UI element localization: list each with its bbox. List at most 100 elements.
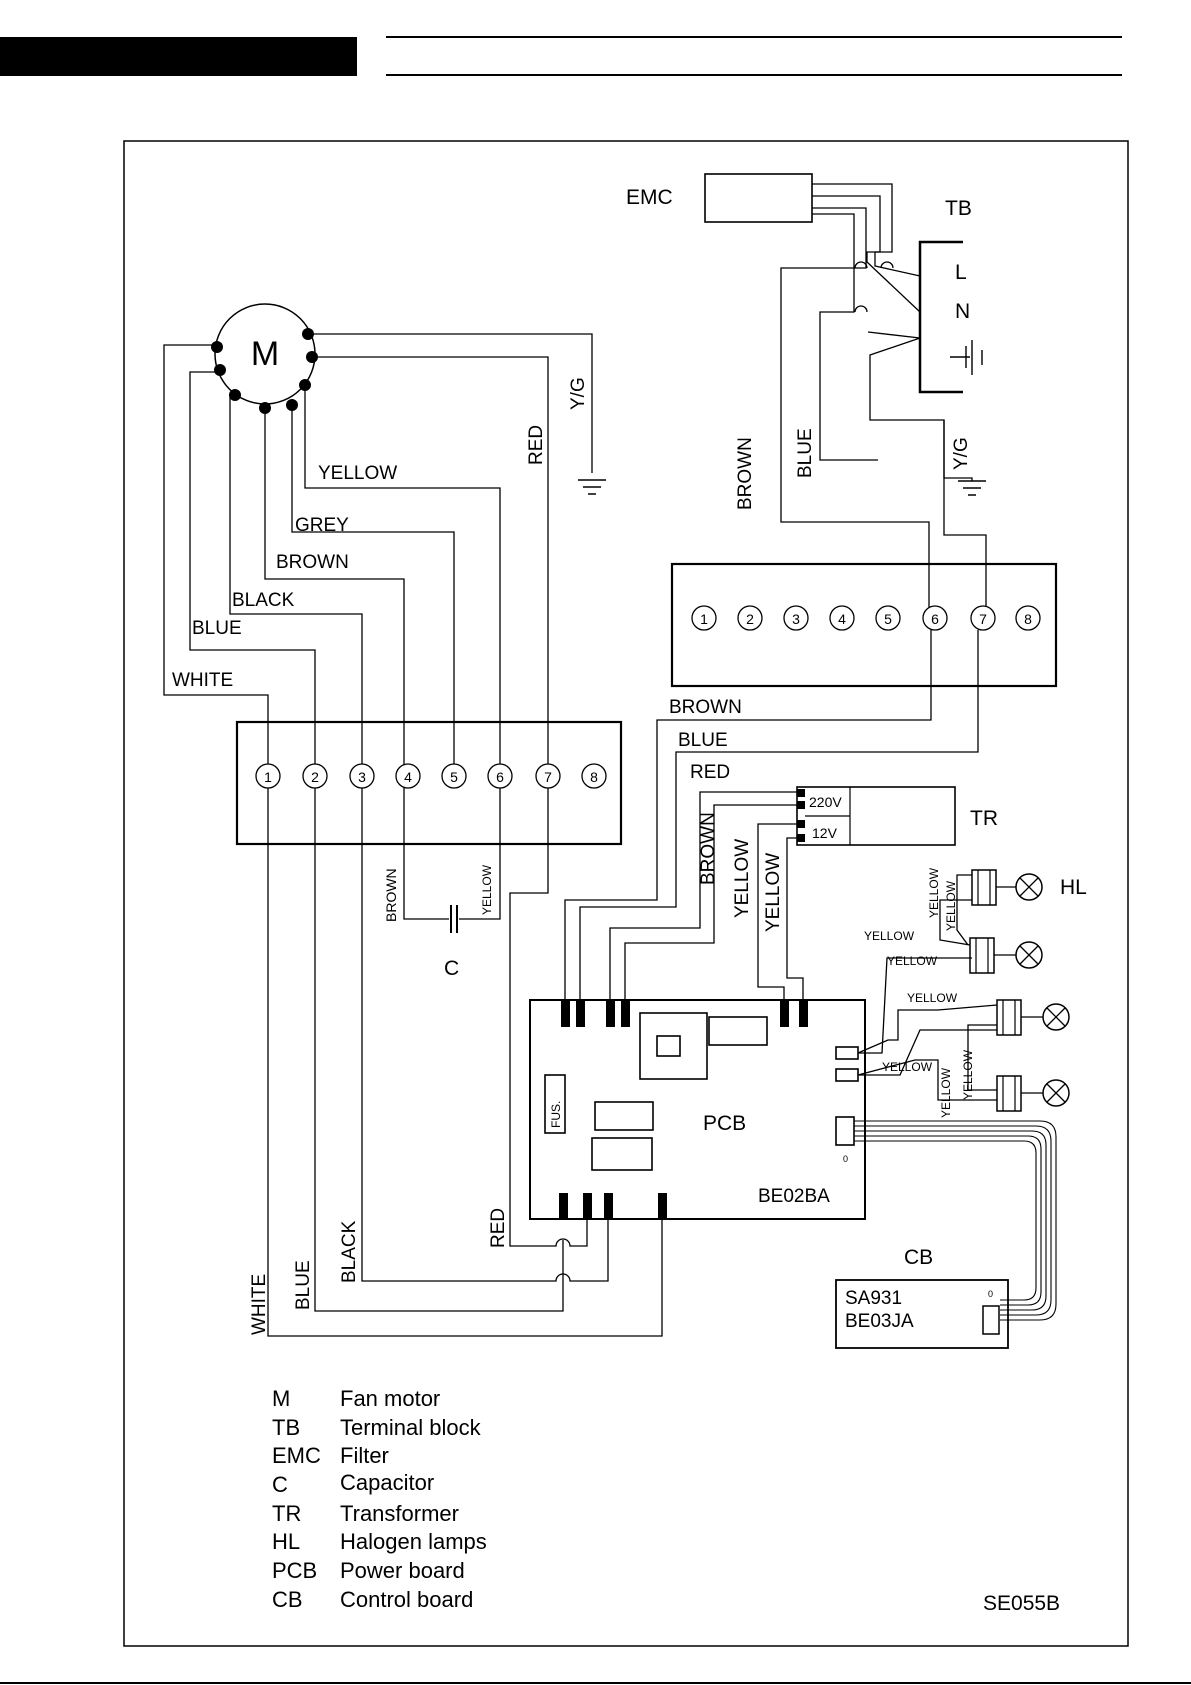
pcb-bottom-connectors <box>559 1193 667 1219</box>
terminal-number: 2 <box>746 611 754 627</box>
transformer-pins <box>797 789 805 842</box>
wire-label-hl-2: YELLOW <box>887 954 938 968</box>
terminal-number: 1 <box>700 611 708 627</box>
diagram-code: SE055B <box>983 1592 1060 1615</box>
legend-abbr: PCB <box>272 1558 317 1583</box>
emc-filter <box>704 173 813 223</box>
tb-terminal-l: L <box>955 261 967 284</box>
power-board <box>529 999 866 1220</box>
terminal-number: 5 <box>450 769 458 785</box>
tb-terminal-n: N <box>955 300 970 323</box>
cb-label: CB <box>904 1246 933 1269</box>
wire-label-blue-emc: BLUE <box>795 428 816 478</box>
terminal-number: 2 <box>311 769 319 785</box>
legend-text: Filter <box>340 1443 389 1468</box>
wire-label-hl-6: YELLOW <box>944 880 958 931</box>
legend-text: Halogen lamps <box>340 1529 487 1554</box>
tb-label: TB <box>945 197 972 220</box>
motor-wires <box>163 333 593 776</box>
legend-text: Control board <box>340 1587 473 1612</box>
legend-text: Capacitor <box>340 1470 434 1495</box>
legend-abbr: TR <box>272 1501 301 1526</box>
wire-label-brown-mid: BROWN <box>669 697 742 718</box>
halogen-lamp-4 <box>996 1075 1070 1112</box>
tb-l-wire <box>867 331 987 618</box>
wire-label-hl-5: YELLOW <box>927 867 941 918</box>
emc-wires <box>780 183 930 618</box>
halogen-lamp-1 <box>971 869 1043 906</box>
legend-abbr: C <box>272 1472 288 1497</box>
wire-label-yg-tb: Y/G <box>951 437 972 470</box>
legend: M Fan motor TB Terminal block EMC Filter… <box>272 1386 487 1612</box>
terminal-block: L N <box>918 240 983 394</box>
cb-connector-mark: 0 <box>988 1289 993 1299</box>
legend-abbr: TB <box>272 1415 300 1440</box>
halogen-lamp-2 <box>969 937 1043 974</box>
halogen-wires <box>857 874 998 1101</box>
legend-abbr: EMC <box>272 1443 321 1468</box>
yg-ground-motor <box>578 479 606 495</box>
halogen-lamps <box>969 869 1070 1112</box>
capacitor-label: C <box>444 957 459 980</box>
wire-label-red-mid: RED <box>690 762 730 783</box>
wire-label-yellow: YELLOW <box>318 463 397 484</box>
wire-label-brown-emc: BROWN <box>735 437 756 510</box>
wire-label-brown-cap: BROWN <box>383 868 399 922</box>
strip-to-pcb-wires <box>267 788 663 1337</box>
motor-terminal-numbers: 1 2 3 4 5 6 7 8 <box>255 763 607 789</box>
mains-terminal-numbers: 1 2 3 4 5 6 7 8 <box>691 605 1041 631</box>
terminal-number: 6 <box>496 769 504 785</box>
wire-label-grey: GREY <box>295 515 349 536</box>
mains-to-pcb-wires <box>564 630 979 1000</box>
header-black-bar <box>0 37 357 76</box>
terminal-number: 7 <box>979 611 987 627</box>
wire-label-black: BLACK <box>232 590 295 611</box>
diagram-frame <box>123 140 1129 1647</box>
pcb-top-connectors <box>561 1000 808 1027</box>
legend-abbr: HL <box>272 1529 300 1554</box>
legend-text: Terminal block <box>340 1415 482 1440</box>
halogen-lamp-3 <box>996 999 1070 1036</box>
wire-label-hl-4: YELLOW <box>882 1060 933 1074</box>
tr-tap-12v: 12V <box>812 825 838 841</box>
pcb-model: BE02BA <box>758 1186 830 1207</box>
yg-ground-tb <box>943 420 986 496</box>
wire-label-yellow-cap: YELLOW <box>480 864 494 915</box>
terminal-number: 4 <box>404 769 412 785</box>
terminal-number: 4 <box>838 611 846 627</box>
terminal-number: 3 <box>358 769 366 785</box>
motor-terminal-strip <box>235 720 623 846</box>
wire-label-red: RED <box>526 425 547 465</box>
capacitor <box>403 788 501 933</box>
pcb-components <box>544 1012 859 1171</box>
tr-label: TR <box>970 807 998 830</box>
wire-label-yg-motor: Y/G <box>568 377 589 410</box>
legend-abbr: M <box>272 1386 290 1411</box>
fan-motor: M <box>211 303 318 414</box>
tr-tap-220v: 220V <box>809 794 842 810</box>
terminal-number: 6 <box>931 611 939 627</box>
wire-label-hl-1: YELLOW <box>864 929 915 943</box>
cb-model-2: BE03JA <box>845 1311 914 1332</box>
wire-label-blue: BLUE <box>192 618 242 639</box>
wire-label-yellow-tr1: YELLOW <box>732 839 753 918</box>
motor-label: M <box>251 335 279 373</box>
wire-label-blue-mid: BLUE <box>678 730 728 751</box>
wire-label-hl-3: YELLOW <box>907 991 958 1005</box>
terminal-number: 1 <box>264 769 272 785</box>
pcb-label: PCB <box>703 1112 746 1135</box>
mains-terminal-strip <box>670 562 1058 688</box>
wire-label-brown-tr: BROWN <box>698 812 719 885</box>
cb-model-1: SA931 <box>845 1288 902 1309</box>
terminal-number: 8 <box>1024 611 1032 627</box>
ribbon-cable <box>854 1120 1057 1321</box>
control-board <box>835 1279 1009 1349</box>
cb-connector <box>982 1305 1000 1335</box>
wire-label-yellow-tr2: YELLOW <box>763 853 784 932</box>
wire-label-red-bottom: RED <box>488 1208 509 1248</box>
emc-label: EMC <box>626 186 673 209</box>
wire-label-hl-8: YELLOW <box>961 1049 975 1100</box>
pcb-connector-mark: 0 <box>843 1154 848 1164</box>
wire-label-brown: BROWN <box>276 552 349 573</box>
